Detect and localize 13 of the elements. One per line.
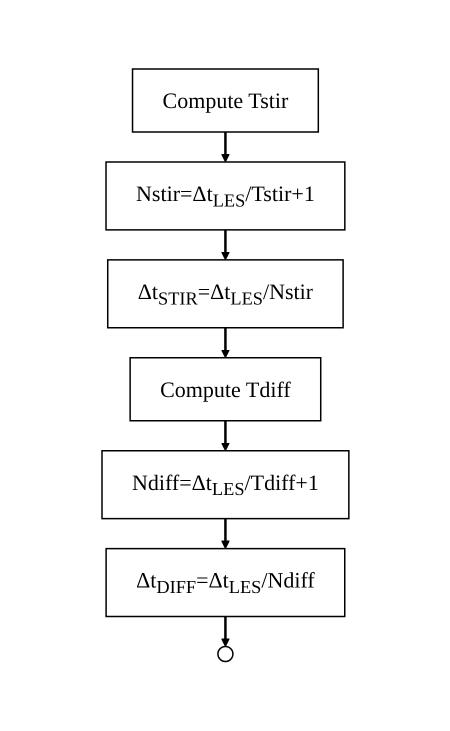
arrow — [220, 616, 230, 648]
node-box: Nstir=Δt$_{LES}$/Tstir+1 — [104, 162, 346, 231]
arrow — [220, 518, 230, 550]
node-box: Compute Tdiff — [128, 357, 322, 422]
arrow — [220, 132, 230, 163]
node-box: Δt$_{DIFF}$=Δt$_{LES}$/Ndiff — [104, 548, 346, 618]
node-box: Compute Tstir — [131, 68, 319, 133]
arrow — [220, 421, 230, 452]
node-box: Ndiff=Δt$_{LES}$/Tdiff+1 — [100, 450, 350, 520]
node-circle — [216, 646, 234, 662]
arrow — [220, 230, 230, 261]
arrow — [220, 328, 230, 358]
node-box: Δt$_{STIR}$=Δt$_{LES}$/Nstir — [106, 259, 344, 329]
